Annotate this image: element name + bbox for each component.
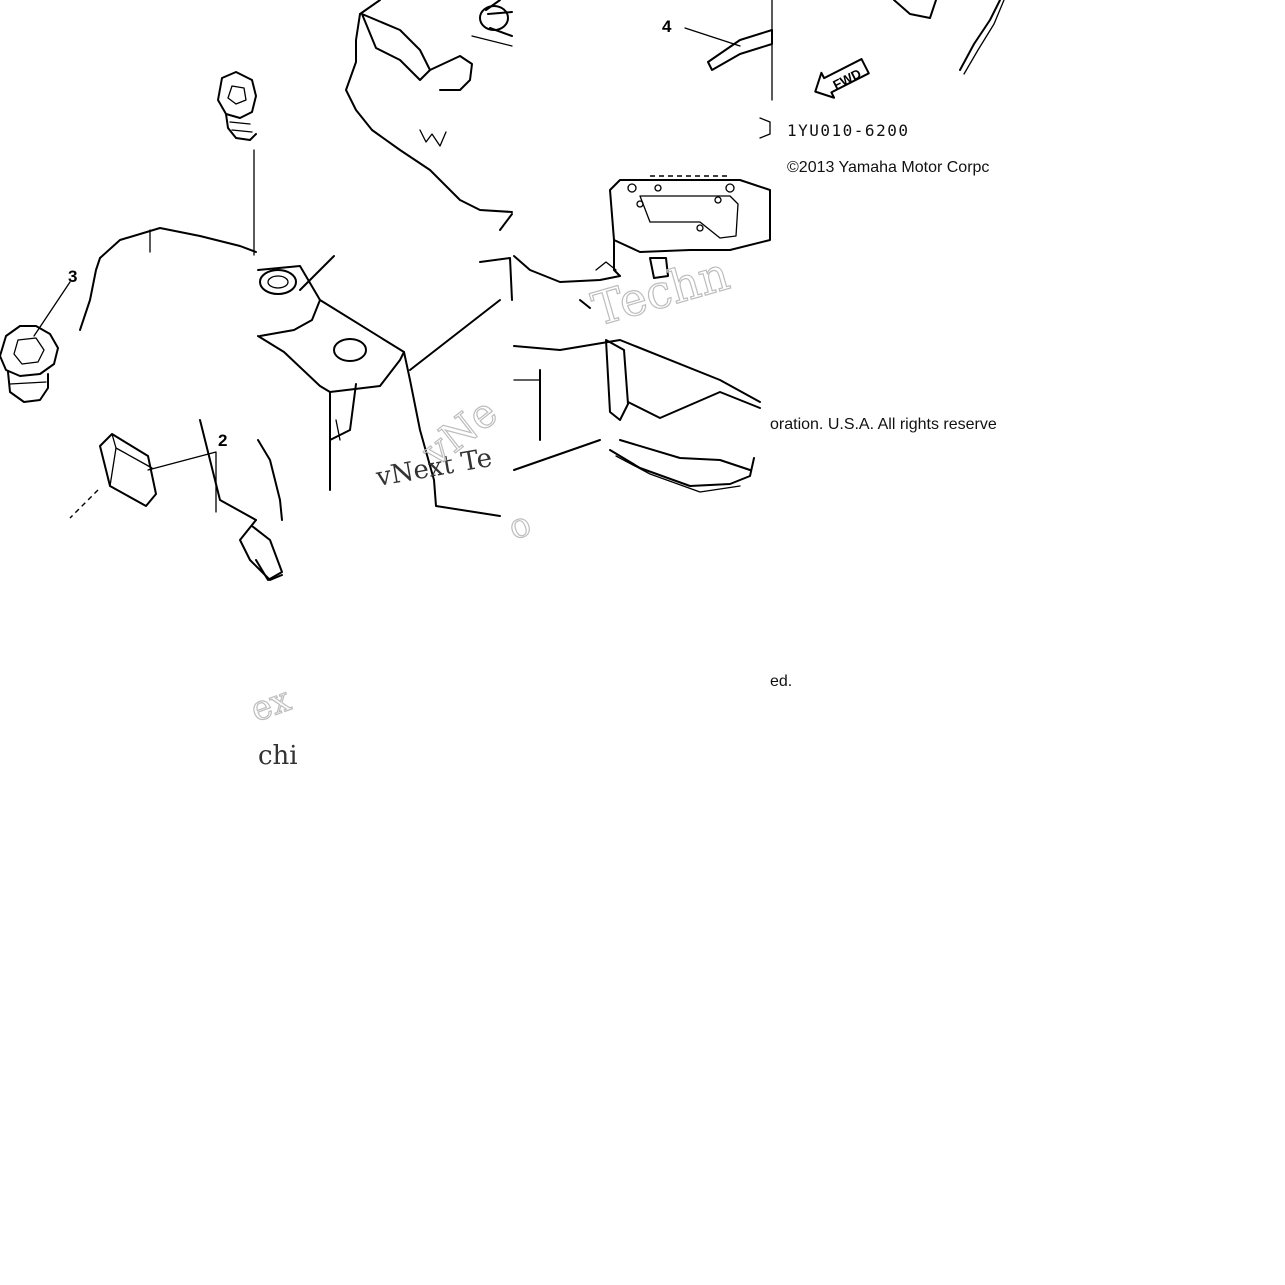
tile-center-drawing xyxy=(257,0,513,521)
mounting-bracket xyxy=(595,175,771,279)
tile-left-drawing: 3 2 xyxy=(0,71,283,581)
fwd-arrow xyxy=(814,58,870,99)
housing-left xyxy=(79,227,283,581)
damper-pad-2 xyxy=(69,433,283,581)
copyright-line-1: ©2013 Yamaha Motor Corpc xyxy=(787,159,989,176)
pad-4 xyxy=(707,29,773,71)
watermark-5: chi xyxy=(258,741,298,771)
watermark-4: ex xyxy=(245,679,296,730)
copyright-line-3: ed. xyxy=(770,673,792,690)
part-code: 1YU010-6200 xyxy=(787,121,909,140)
dipstick-cap xyxy=(217,71,257,141)
callout-2: 2 xyxy=(218,431,227,450)
fwd-label: FWD xyxy=(830,66,863,93)
filler-cap-3 xyxy=(0,281,71,403)
callout-3: 3 xyxy=(68,267,77,286)
callout-4: 4 xyxy=(662,17,672,36)
copyright-line-2: oration. U.S.A. All rights reserve xyxy=(770,416,997,433)
tile-far-right-drawing: FWD xyxy=(814,0,1005,99)
tile-right-drawing xyxy=(513,0,773,493)
watermark-2: Techn xyxy=(586,246,735,336)
watermark-6: o xyxy=(503,504,536,549)
